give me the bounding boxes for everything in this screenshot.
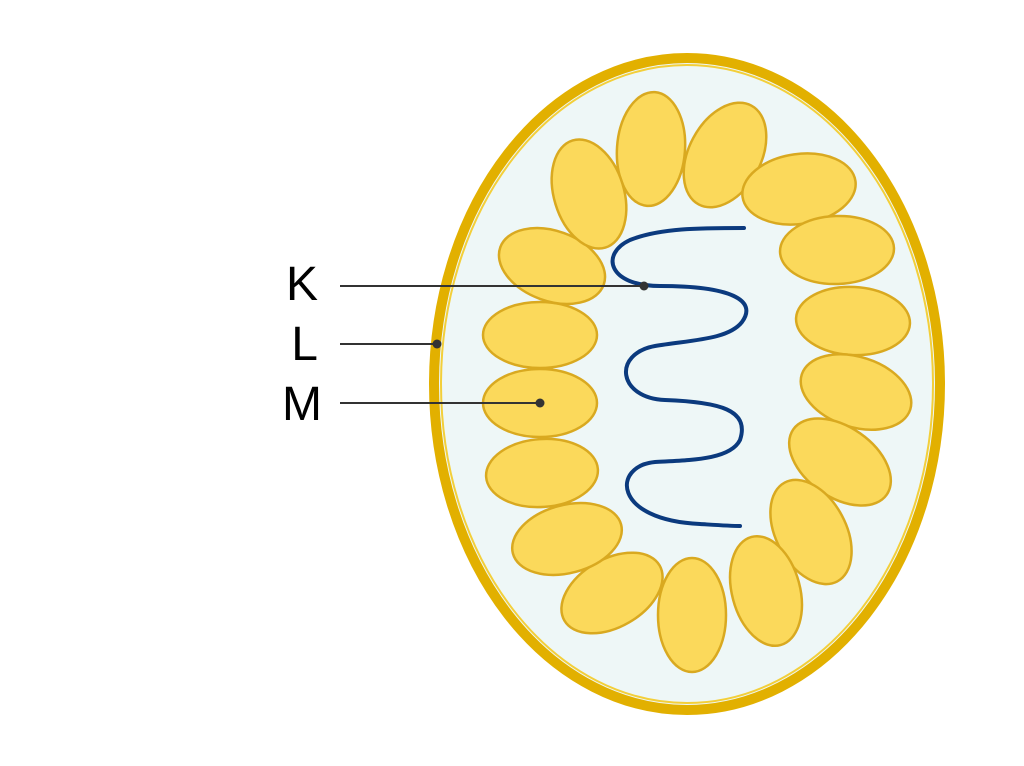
granule <box>481 300 599 370</box>
central-strand <box>610 226 749 528</box>
granule <box>656 556 728 674</box>
granule <box>484 437 600 509</box>
label-l: L <box>291 318 318 371</box>
leader-dot-l <box>432 339 442 349</box>
granule <box>497 226 607 306</box>
granule <box>728 534 804 648</box>
label-m: M <box>282 378 322 431</box>
leader-dot-k <box>639 281 649 291</box>
granule <box>615 90 687 208</box>
granule-ring <box>481 90 913 674</box>
granule <box>778 214 896 286</box>
granule <box>550 138 628 250</box>
cell-wall-inner-line <box>440 64 934 704</box>
label-k: K <box>286 258 318 311</box>
leader-dot-m <box>535 398 545 408</box>
